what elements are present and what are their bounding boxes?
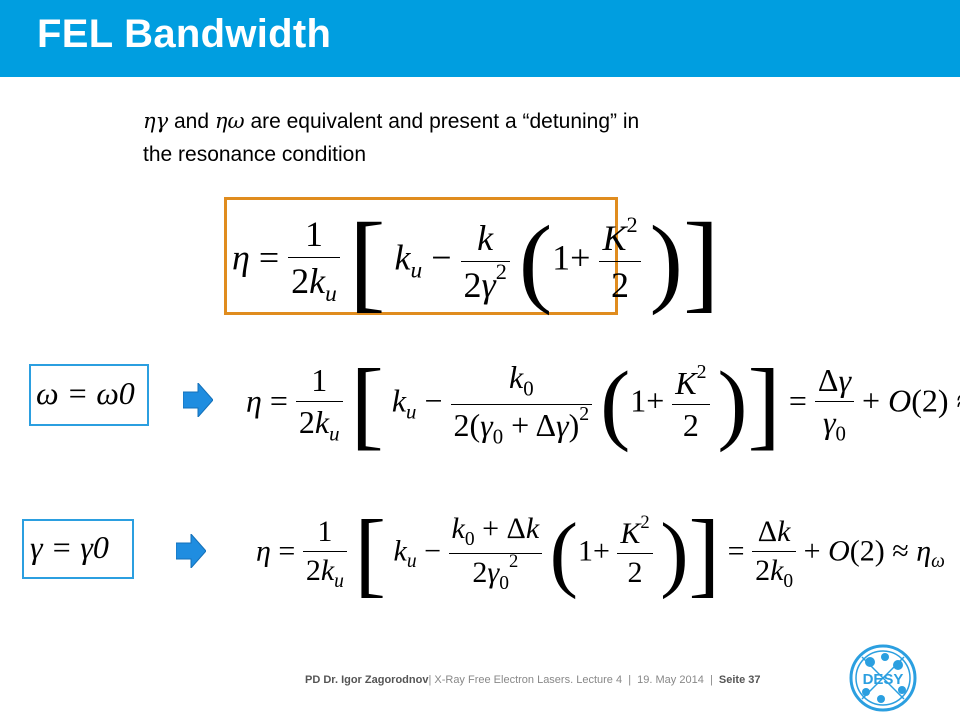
desy-logo-icon: DESY xyxy=(849,644,917,712)
slide-title: FEL Bandwidth xyxy=(37,12,332,56)
and-text: and xyxy=(173,110,210,133)
intro-line2: the resonance condition xyxy=(143,143,366,166)
eta-omega-symbol: ηω xyxy=(214,109,245,133)
footer-date: 19. May 2014 xyxy=(637,674,704,686)
main-equation-box xyxy=(224,197,618,315)
arrow-right-icon xyxy=(176,534,206,568)
intro-line1: are equivalent and present a “detuning” … xyxy=(250,110,640,133)
intro-text: ηγ and ηω are equivalent and present a “… xyxy=(143,105,843,171)
condition-gamma-text: γ = γ0 xyxy=(30,529,109,565)
footer: PD Dr. Igor Zagorodnov| X-Ray Free Elect… xyxy=(305,674,761,686)
footer-author: PD Dr. Igor Zagorodnov xyxy=(305,674,429,686)
footer-lecture: X-Ray Free Electron Lasers. Lecture 4 xyxy=(434,674,623,686)
condition-gamma: γ = γ0 xyxy=(30,529,109,566)
logo-text: DESY xyxy=(863,671,904,688)
footer-page: Seite 37 xyxy=(718,674,761,686)
condition-omega-text: ω = ω0 xyxy=(36,375,135,411)
eta-gamma-symbol: ηγ xyxy=(143,109,169,133)
condition-gamma-box xyxy=(22,519,134,579)
title-bar: FEL Bandwidth xyxy=(0,0,960,77)
footer-separator: | xyxy=(428,674,432,686)
arrow-right-icon xyxy=(183,383,213,417)
condition-omega: ω = ω0 xyxy=(36,375,135,412)
condition-omega-box xyxy=(29,364,149,426)
